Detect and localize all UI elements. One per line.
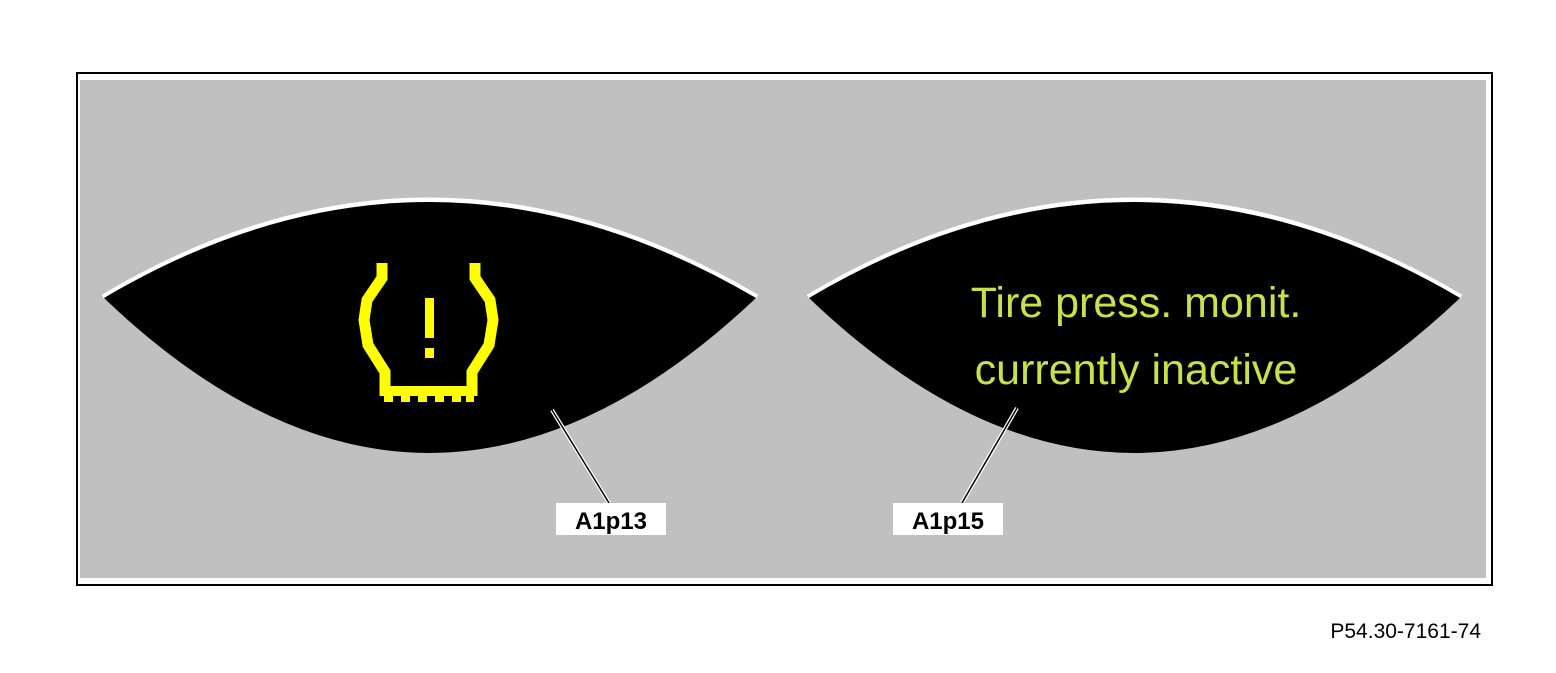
tire-pressure-warning-icon [358,263,499,402]
callout-a1p13: A1p13 [550,408,666,535]
tire-tread [384,396,474,402]
display-message-line1: Tire press. monit. [971,279,1302,327]
exclamation-bar [425,298,434,338]
left-display: A1p13 [101,197,759,535]
callout-a1p15-label: A1p15 [912,508,984,535]
left-display-rim [101,197,759,300]
exclamation-dot [425,348,434,358]
display-message-line2: currently inactive [975,346,1298,394]
callout-a1p15-leader [961,407,1018,504]
tire-right-wall [466,263,499,396]
callout-a1p13-label: A1p13 [575,508,647,535]
right-display-rim [806,197,1463,300]
callout-a1p15-box [893,503,1003,535]
callout-a1p15: A1p15 [893,406,1019,535]
callout-a1p13-leader [551,409,610,504]
right-display: Tire press. monit. currently inactive A1… [806,197,1463,535]
callout-a1p13-box [556,503,666,535]
figure-code: P54.30-7161-74 [1330,620,1481,643]
tire-left-wall [358,263,391,396]
right-display-screen [809,202,1460,453]
